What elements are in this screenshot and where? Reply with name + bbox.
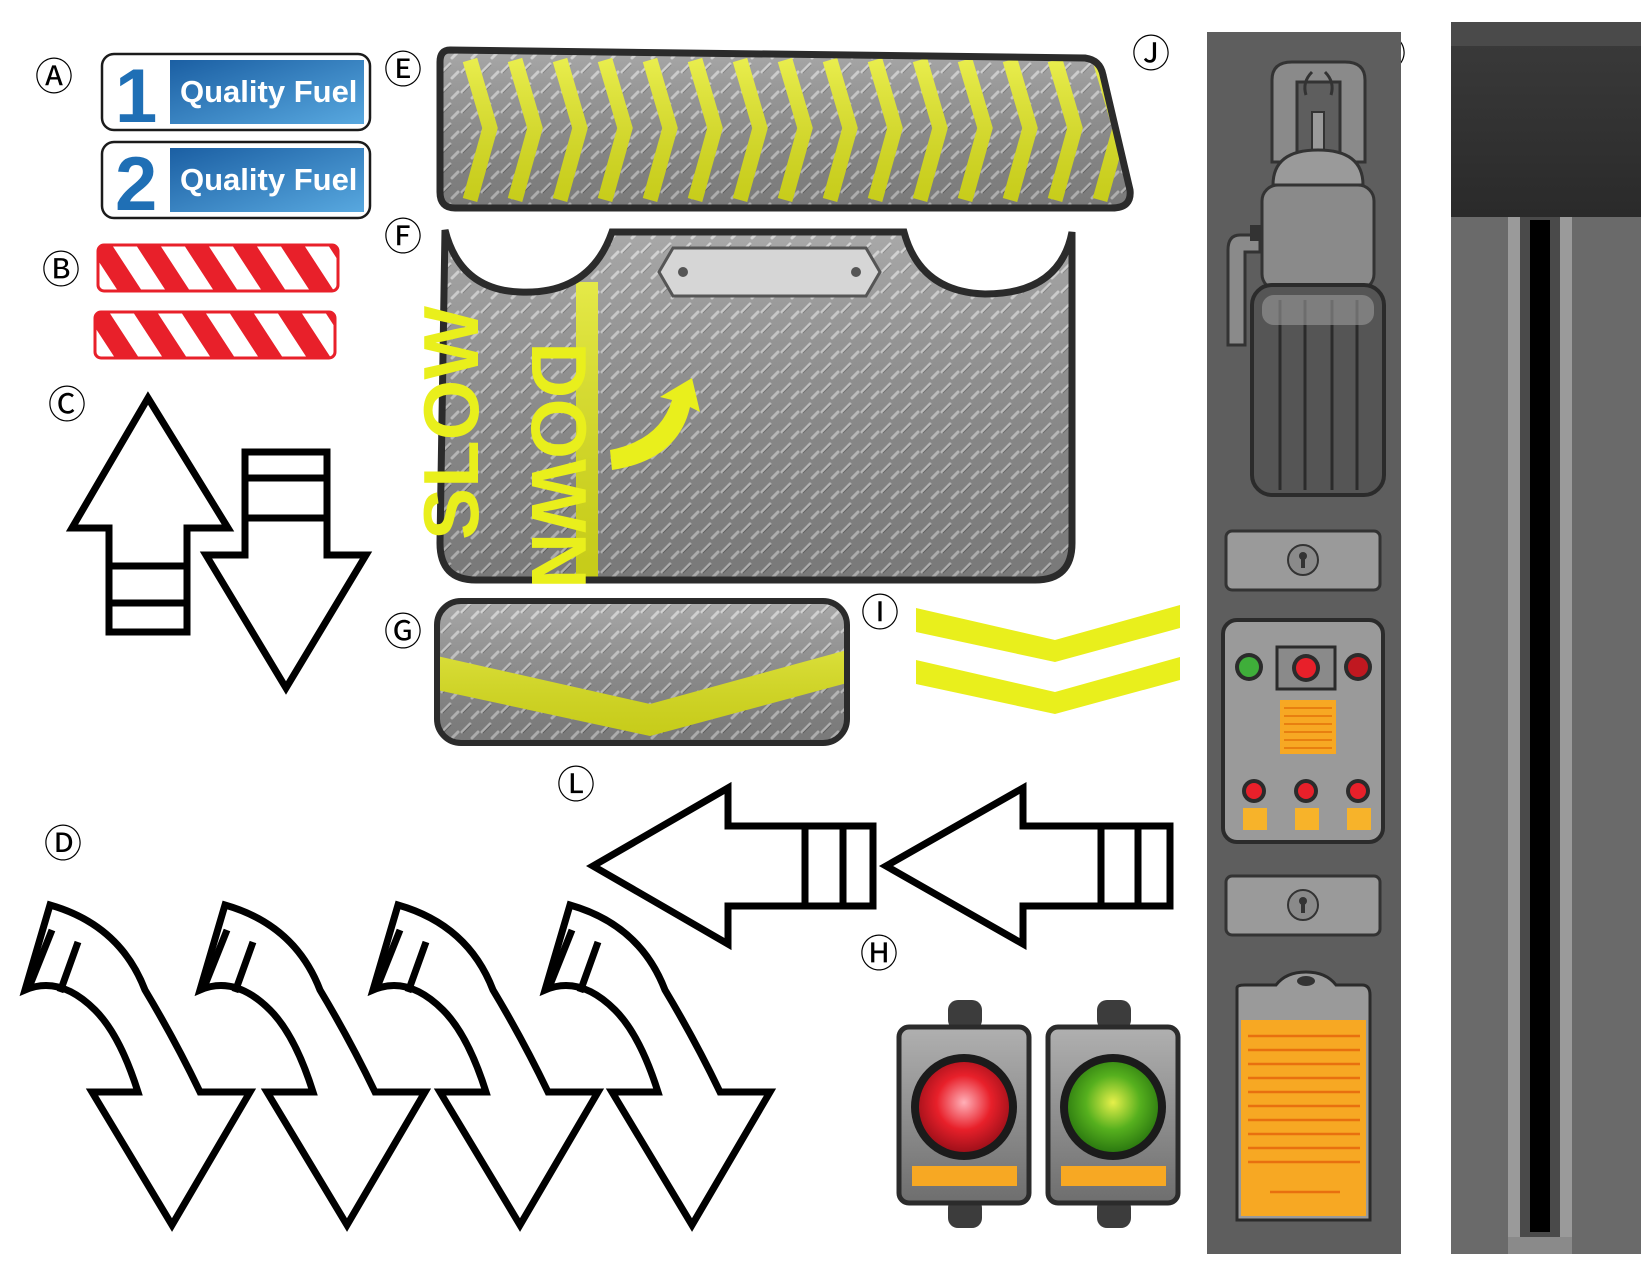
yellow-chevrons: [916, 605, 1180, 714]
signal-light-green: [1045, 1000, 1181, 1228]
label-h: Ⓗ: [860, 932, 898, 976]
label-f: Ⓕ: [384, 215, 422, 259]
slow-text: SLOW: [407, 306, 495, 540]
arrow-left-1-icon: [586, 781, 877, 951]
hazard-stripe-2: [93, 310, 337, 360]
label-b: Ⓑ: [42, 248, 80, 292]
turn-arrow-icon: [610, 378, 700, 470]
label-a: Ⓐ: [35, 55, 73, 99]
curved-arrow-3-icon: [367, 900, 605, 1232]
fuel-sign-number: 2: [115, 142, 157, 227]
signal-light-red: [896, 1000, 1032, 1228]
chevron-band-plate: [434, 598, 850, 746]
arrow-down-icon: [199, 448, 373, 695]
curved-arrow-2-icon: [194, 900, 432, 1232]
rail-column: [1451, 22, 1641, 1254]
red-lamp: [919, 1062, 1009, 1152]
label-e: Ⓔ: [384, 48, 422, 92]
label-c: Ⓒ: [48, 383, 86, 427]
handle-plate: [657, 246, 882, 298]
hazard-stripe-1: [96, 243, 340, 293]
down-text: DOWN: [515, 342, 603, 589]
fuel-sign-1: 1 Quality Fuel: [100, 52, 372, 139]
label-g: Ⓖ: [384, 610, 422, 654]
fuel-sign-text: Quality Fuel: [180, 74, 357, 109]
fuel-sign-text: Quality Fuel: [180, 162, 357, 197]
fuel-sign-number: 1: [115, 54, 157, 139]
arrow-left-2-icon: [878, 781, 1174, 951]
chevron-plate: [436, 46, 1134, 212]
slow-down-plate: SLOW DOWN: [407, 228, 1076, 589]
label-l: Ⓛ: [557, 763, 595, 807]
fuel-sign-2: 2 Quality Fuel: [100, 140, 372, 227]
curved-arrow-1-icon: [19, 900, 257, 1232]
control-column: [1207, 32, 1401, 1254]
label-d: Ⓓ: [44, 822, 82, 866]
label-i: Ⓘ: [861, 591, 899, 635]
curved-arrow-4-icon: [539, 900, 777, 1232]
green-lamp: [1068, 1062, 1158, 1152]
label-j: Ⓙ: [1132, 32, 1170, 76]
arrow-up-icon: [65, 391, 235, 636]
